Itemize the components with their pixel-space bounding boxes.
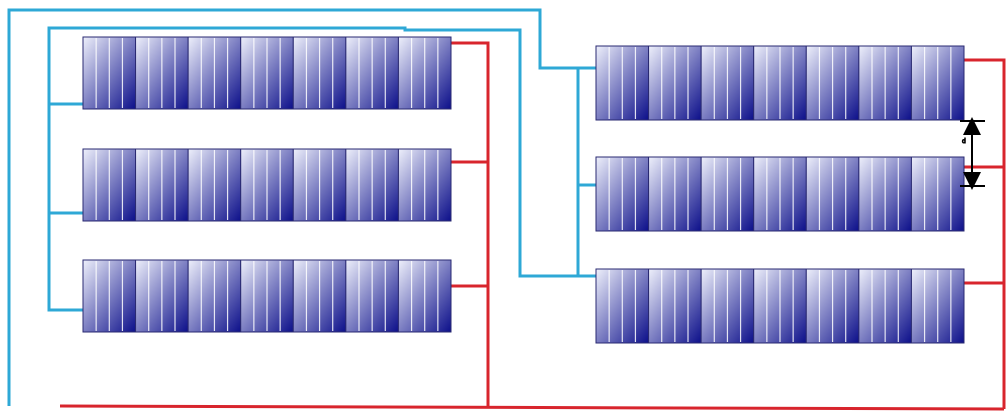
- collector-module: [82, 148, 137, 222]
- collector-module: [187, 148, 242, 222]
- collector-module: [648, 45, 702, 121]
- collector-module: [397, 36, 452, 110]
- return-right-header: [964, 58, 1006, 409]
- collector-module: [753, 45, 807, 121]
- collector-module: [700, 268, 755, 344]
- collector-module: [910, 45, 965, 121]
- collector-module: [82, 36, 137, 110]
- return-left-header: [451, 41, 490, 406]
- collector-module: [910, 268, 965, 344]
- collector-row-right-1: [595, 45, 965, 121]
- collector-module: [240, 36, 294, 110]
- collector-module: [805, 45, 860, 121]
- collector-module: [595, 45, 650, 121]
- row-spacing-dimension: d: [960, 117, 985, 190]
- collector-module: [753, 268, 807, 344]
- collector-module: [648, 268, 702, 344]
- collector-module: [805, 268, 860, 344]
- collector-module: [805, 156, 860, 232]
- collector-row-left-1: [82, 36, 452, 110]
- collector-module: [82, 259, 137, 333]
- collector-rows: [82, 36, 965, 344]
- collector-module: [753, 156, 807, 232]
- collector-module: [910, 156, 965, 232]
- collector-module: [135, 36, 189, 110]
- collector-module: [858, 268, 912, 344]
- collector-module: [595, 156, 650, 232]
- collector-module: [700, 45, 755, 121]
- collector-module: [292, 259, 347, 333]
- supply-outer-loop: [7, 8, 598, 406]
- collector-module: [397, 148, 452, 222]
- collector-module: [345, 259, 399, 333]
- dimension-label: d: [962, 138, 966, 145]
- collector-module: [135, 148, 189, 222]
- collector-module: [345, 36, 399, 110]
- supply-piping: [7, 8, 598, 406]
- collector-module: [397, 259, 452, 333]
- return-main-bottom: [59, 404, 1005, 411]
- collector-module: [345, 148, 399, 222]
- collector-module: [858, 45, 912, 121]
- collector-module: [595, 268, 650, 344]
- collector-row-left-3: [82, 259, 452, 333]
- collector-row-right-3: [595, 268, 965, 344]
- collector-module: [292, 148, 347, 222]
- collector-module: [240, 259, 294, 333]
- collector-module: [240, 148, 294, 222]
- collector-module: [858, 156, 912, 232]
- supply-inner-run: [83, 26, 598, 278]
- collector-row-left-2: [82, 148, 452, 222]
- collector-module: [187, 36, 242, 110]
- collector-module: [135, 259, 189, 333]
- collector-module: [187, 259, 242, 333]
- collector-module: [648, 156, 702, 232]
- supply-left-header: [47, 26, 83, 312]
- collector-module: [292, 36, 347, 110]
- collector-row-right-2: [595, 156, 965, 232]
- collector-module: [700, 156, 755, 232]
